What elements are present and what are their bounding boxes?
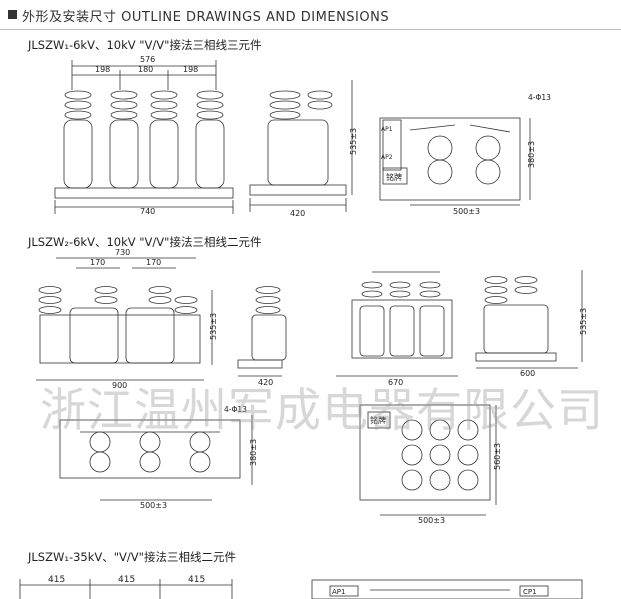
section-title-2: JLSZW₂-6kV、10kV "V/V"接法三相线二元件 (28, 235, 262, 249)
dim-s3-holes: 4-Φ13 (224, 405, 247, 414)
label-cp1: CP1 (523, 588, 537, 596)
dim-s1-198b: 198 (183, 65, 198, 74)
dim-s4-415c: 415 (188, 575, 205, 585)
dim-s1-535: 535±3 (349, 128, 358, 155)
dim-s2-170a: 170 (90, 258, 105, 267)
dim-s4-415a: 415 (48, 575, 65, 585)
label-ap1: AP1 (381, 126, 393, 133)
dim-s2-170b: 170 (146, 258, 161, 267)
s2-front-view: 730 170 170 900 535±3 (36, 248, 218, 390)
dim-s2-670: 670 (388, 378, 403, 387)
section-title-1: JLSZW₁-6kV、10kV "V/V"接法三相线三元件 (28, 38, 262, 52)
dim-s1-holes: 4-Φ13 (528, 93, 551, 102)
dim-s2-535: 535±3 (209, 313, 218, 340)
s1-insulator-1 (63, 90, 93, 189)
s1-insulator-4 (195, 90, 225, 189)
dim-s3-500b: 500±3 (418, 516, 445, 525)
dim-s2-420: 420 (258, 378, 273, 387)
label-ap1-bottom: AP1 (332, 588, 345, 596)
s2-view-3: 670 (336, 271, 458, 387)
s1-side-view: 420 535±3 (249, 80, 358, 218)
dim-s1-180: 180 (138, 65, 153, 74)
dim-s1-740: 740 (140, 207, 155, 216)
dim-s2-600: 600 (520, 369, 535, 378)
dim-s4-415b: 415 (118, 575, 135, 585)
dim-s1-198a: 198 (95, 65, 110, 74)
label-nameplate-2: 铭牌 (370, 415, 386, 425)
s1-front-view: 576 198 180 198 740 (54, 55, 234, 216)
dim-s3-500: 500±3 (140, 501, 167, 510)
dim-s2-535b: 535±3 (579, 308, 588, 335)
label-nameplate: 铭牌 (386, 172, 402, 182)
dim-s2-730: 730 (115, 248, 130, 257)
page-title: 外形及安装尺寸 OUTLINE DRAWINGS AND DIMENSIONS (22, 10, 390, 25)
label-ap2: AP2 (381, 154, 393, 161)
dim-s1-500: 500±3 (453, 207, 480, 216)
s4-top-dims: 415 415 415 (19, 575, 233, 599)
dim-s2-900: 900 (112, 381, 127, 390)
header-bullet (8, 10, 17, 19)
s3-plan-view-2: 铭牌 560±3 500±3 (359, 404, 502, 525)
dim-s3-380: 380±3 (249, 439, 258, 466)
s2-side-view: 420 (237, 286, 287, 387)
s2-view-4: 600 535±3 (475, 270, 588, 378)
section-title-3: JLSZW₁-35kV、"V/V"接法三相线二元件 (28, 550, 236, 564)
s3-plan-view-1: 4-Φ13 380±3 500±3 (59, 405, 258, 510)
s1-plan-view: 4-Φ13 AP1 AP2 铭牌 380±3 500±3 (379, 93, 551, 216)
dim-s1-420: 420 (290, 209, 305, 218)
s1-insulator-3 (149, 90, 179, 189)
s1-insulator-2 (109, 90, 139, 189)
s4-plan-view: AP1 CP1 (311, 579, 583, 599)
page-header: 外形及安装尺寸 OUTLINE DRAWINGS AND DIMENSIONS (0, 0, 621, 30)
company-watermark: 浙江温州军成电器有限公司 (40, 383, 604, 437)
dim-s3-560: 560±3 (493, 443, 502, 470)
header-divider (0, 29, 621, 30)
dim-s1-380: 380±3 (527, 141, 536, 168)
dim-s1-576: 576 (140, 55, 155, 64)
